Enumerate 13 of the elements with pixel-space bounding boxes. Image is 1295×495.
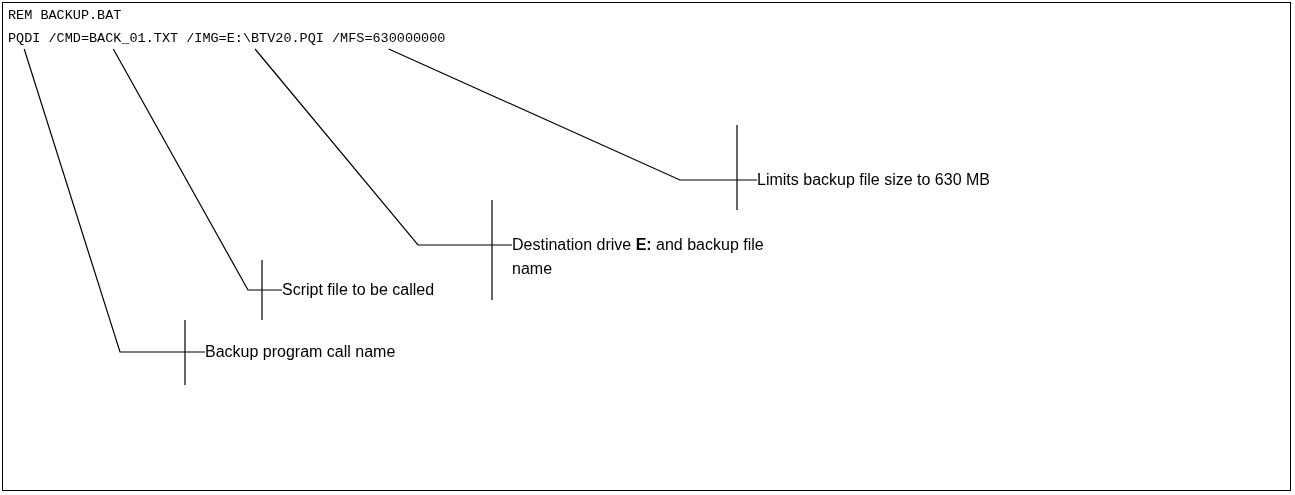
annotation-text: Destination drive E: and backup file name (512, 233, 802, 281)
leader-line (254, 48, 513, 246)
leader-line (388, 48, 758, 181)
annotation-text: Limits backup file size to 630 MB (757, 168, 1057, 192)
annotation-text: Backup program call name (205, 340, 425, 364)
code-token: PQDI (8, 31, 41, 47)
leader-line (112, 48, 283, 291)
annotation-text: Script file to be called (282, 278, 482, 302)
code-token: /CMD=BACK_01.TXT (48, 31, 179, 47)
leader-line (23, 48, 206, 353)
code-token: /IMG=E:\BTV20.PQI (186, 31, 324, 47)
code-token: /MFS=630000000 (332, 31, 446, 47)
code-comment: REM BACKUP.BAT (8, 8, 122, 24)
